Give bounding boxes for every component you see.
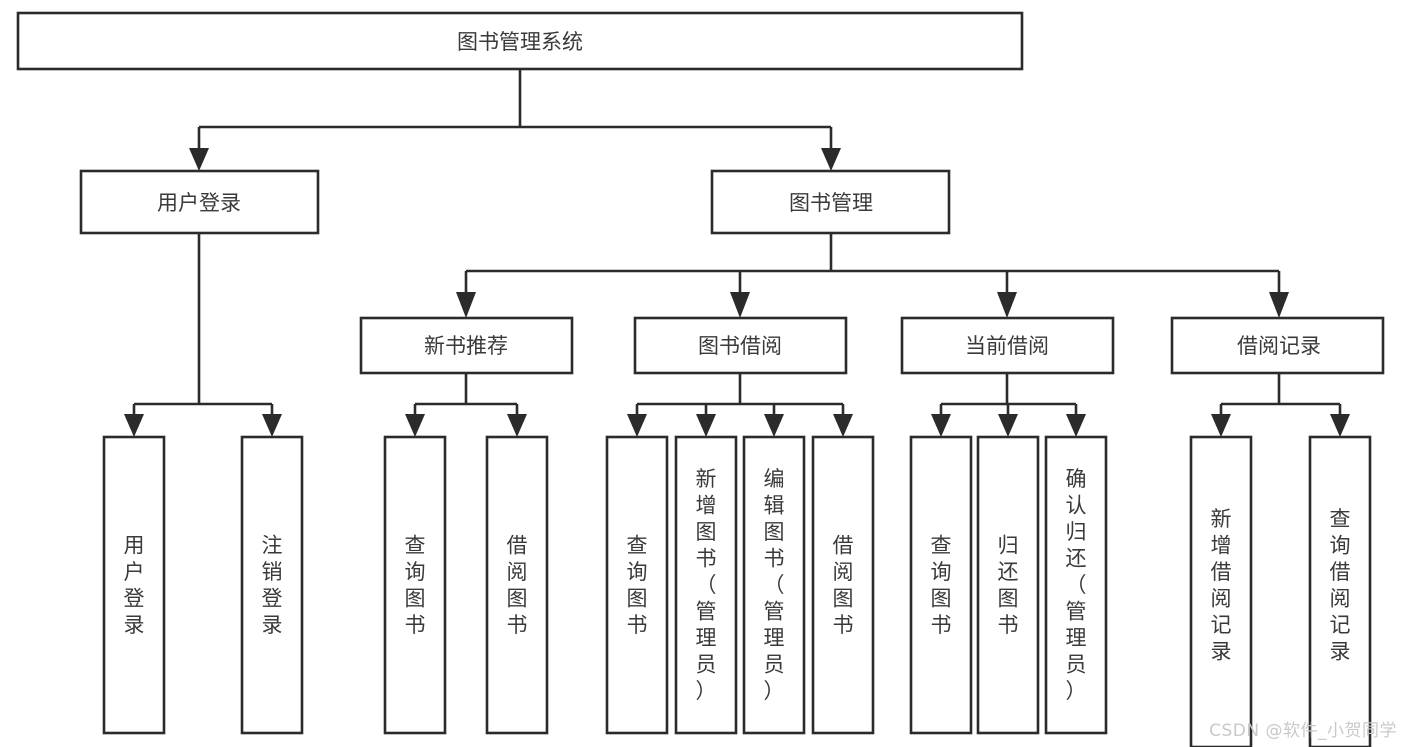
- arrow-head-leaf-edit-book: [764, 414, 784, 437]
- arrow-head-new-book-recommend: [456, 292, 476, 318]
- node-current-borrow-label: 当前借阅: [965, 334, 1049, 358]
- node-leaf-query-book-1[interactable]: 查询图书: [383, 435, 447, 735]
- arrow-head-leaf-query-book-3: [931, 414, 951, 437]
- node-leaf-return-book[interactable]: 归还图书: [976, 435, 1040, 735]
- node-leaf-query-book-2-box[interactable]: [605, 435, 669, 735]
- node-leaf-borrow-book-2-label: 借阅图书: [833, 533, 854, 637]
- arrow-head-borrow-record: [1269, 292, 1289, 318]
- arrow-head-leaf-add-book: [696, 414, 716, 437]
- node-leaf-logout-login-label: 注销登录: [262, 533, 283, 637]
- node-book-manage-label: 图书管理: [789, 191, 873, 215]
- node-new-book-recommend-label: 新书推荐: [424, 334, 508, 358]
- node-book-manage[interactable]: 图书管理: [710, 169, 951, 235]
- node-leaf-confirm-return[interactable]: 确认归还（管理员）: [1044, 435, 1108, 735]
- node-borrow-record[interactable]: 借阅记录: [1170, 316, 1385, 375]
- node-user-login-box[interactable]: [79, 169, 320, 235]
- node-leaf-query-book-3-label: 查询图书: [931, 533, 952, 637]
- node-leaf-query-borrow-record-label: 查询借阅记录: [1330, 507, 1351, 664]
- connector-group-book-manage: [456, 233, 1289, 318]
- node-borrow-record-label: 借阅记录: [1237, 334, 1321, 358]
- node-leaf-borrow-book-1[interactable]: 借阅图书: [485, 435, 549, 735]
- arrow-head-leaf-return-book: [998, 414, 1018, 437]
- arrow-head-current-borrow: [997, 292, 1017, 318]
- arrow-head-leaf-borrow-book-2: [833, 414, 853, 437]
- arrow-head-leaf-query-book-1: [405, 414, 425, 437]
- node-user-login-label: 用户登录: [157, 191, 241, 215]
- node-leaf-add-borrow-record-label: 新增借阅记录: [1211, 507, 1232, 664]
- node-leaf-query-book-3-box[interactable]: [909, 435, 973, 735]
- node-new-book-recommend-box[interactable]: [359, 316, 574, 375]
- node-leaf-add-book-box[interactable]: [674, 435, 738, 735]
- arrow-head-leaf-query-book-2: [627, 414, 647, 437]
- arrow-head-leaf-user-login: [124, 414, 144, 437]
- connector-group-book-borrow: [627, 373, 853, 437]
- node-leaf-query-book-2-label: 查询图书: [627, 533, 648, 637]
- node-book-borrow-label: 图书借阅: [698, 334, 782, 358]
- connector-group-root: [189, 69, 841, 171]
- arrow-head-leaf-confirm-return: [1066, 414, 1086, 437]
- node-leaf-user-login-label: 用户登录: [124, 533, 145, 637]
- node-leaf-return-book-label: 归还图书: [998, 533, 1019, 637]
- node-leaf-query-borrow-record-box[interactable]: [1308, 435, 1372, 747]
- arrow-head-book-borrow: [730, 292, 750, 318]
- node-leaf-add-borrow-record[interactable]: 新增借阅记录: [1189, 435, 1253, 747]
- node-user-login[interactable]: 用户登录: [79, 169, 320, 235]
- arrow-head-user-login: [189, 148, 209, 171]
- node-leaf-user-login-box[interactable]: [102, 435, 166, 735]
- node-book-manage-box[interactable]: [710, 169, 951, 235]
- node-leaf-borrow-book-1-label: 借阅图书: [507, 533, 528, 637]
- node-leaf-query-book-3[interactable]: 查询图书: [909, 435, 973, 735]
- node-leaf-query-book-2[interactable]: 查询图书: [605, 435, 669, 735]
- node-leaf-confirm-return-label: 确认归还（管理员）: [1066, 467, 1087, 703]
- node-leaf-confirm-return-box[interactable]: [1044, 435, 1108, 735]
- arrow-head-book-manage: [821, 148, 841, 171]
- node-leaf-borrow-book-1-box[interactable]: [485, 435, 549, 735]
- node-leaf-query-book-1-label: 查询图书: [405, 533, 426, 637]
- node-leaf-logout-login[interactable]: 注销登录: [240, 435, 304, 735]
- node-leaf-borrow-book-2[interactable]: 借阅图书: [811, 435, 875, 735]
- node-leaf-logout-login-box[interactable]: [240, 435, 304, 735]
- node-leaf-edit-book[interactable]: 编辑图书（管理员）: [742, 435, 806, 735]
- connector-group-borrow-record: [1211, 373, 1350, 437]
- node-borrow-record-box[interactable]: [1170, 316, 1385, 375]
- node-current-borrow[interactable]: 当前借阅: [900, 316, 1115, 375]
- node-leaf-edit-book-box[interactable]: [742, 435, 806, 735]
- node-root[interactable]: 图书管理系统: [16, 11, 1024, 71]
- node-root-label: 图书管理系统: [457, 30, 583, 54]
- node-new-book-recommend[interactable]: 新书推荐: [359, 316, 574, 375]
- arrow-head-leaf-add-borrow-record: [1211, 414, 1231, 437]
- node-root-box[interactable]: [16, 11, 1024, 71]
- node-leaf-add-book-label: 新增图书（管理员）: [696, 467, 717, 703]
- arrow-head-leaf-logout-login: [262, 414, 282, 437]
- connector-group-new-book-recommend: [405, 373, 527, 437]
- arrow-head-leaf-borrow-book-1: [507, 414, 527, 437]
- connector-group-current-borrow: [931, 373, 1086, 437]
- node-leaf-query-book-1-box[interactable]: [383, 435, 447, 735]
- node-leaf-edit-book-label: 编辑图书（管理员）: [764, 467, 785, 703]
- node-book-borrow-box[interactable]: [633, 316, 848, 375]
- node-leaf-user-login[interactable]: 用户登录: [102, 435, 166, 735]
- node-leaf-query-borrow-record[interactable]: 查询借阅记录: [1308, 435, 1372, 747]
- arrow-head-leaf-query-borrow-record: [1330, 414, 1350, 437]
- node-leaf-borrow-book-2-box[interactable]: [811, 435, 875, 735]
- connector-group-user-login: [124, 233, 282, 437]
- node-current-borrow-box[interactable]: [900, 316, 1115, 375]
- node-leaf-add-book[interactable]: 新增图书（管理员）: [674, 435, 738, 735]
- node-leaf-add-borrow-record-box[interactable]: [1189, 435, 1253, 747]
- node-book-borrow[interactable]: 图书借阅: [633, 316, 848, 375]
- node-leaf-return-book-box[interactable]: [976, 435, 1040, 735]
